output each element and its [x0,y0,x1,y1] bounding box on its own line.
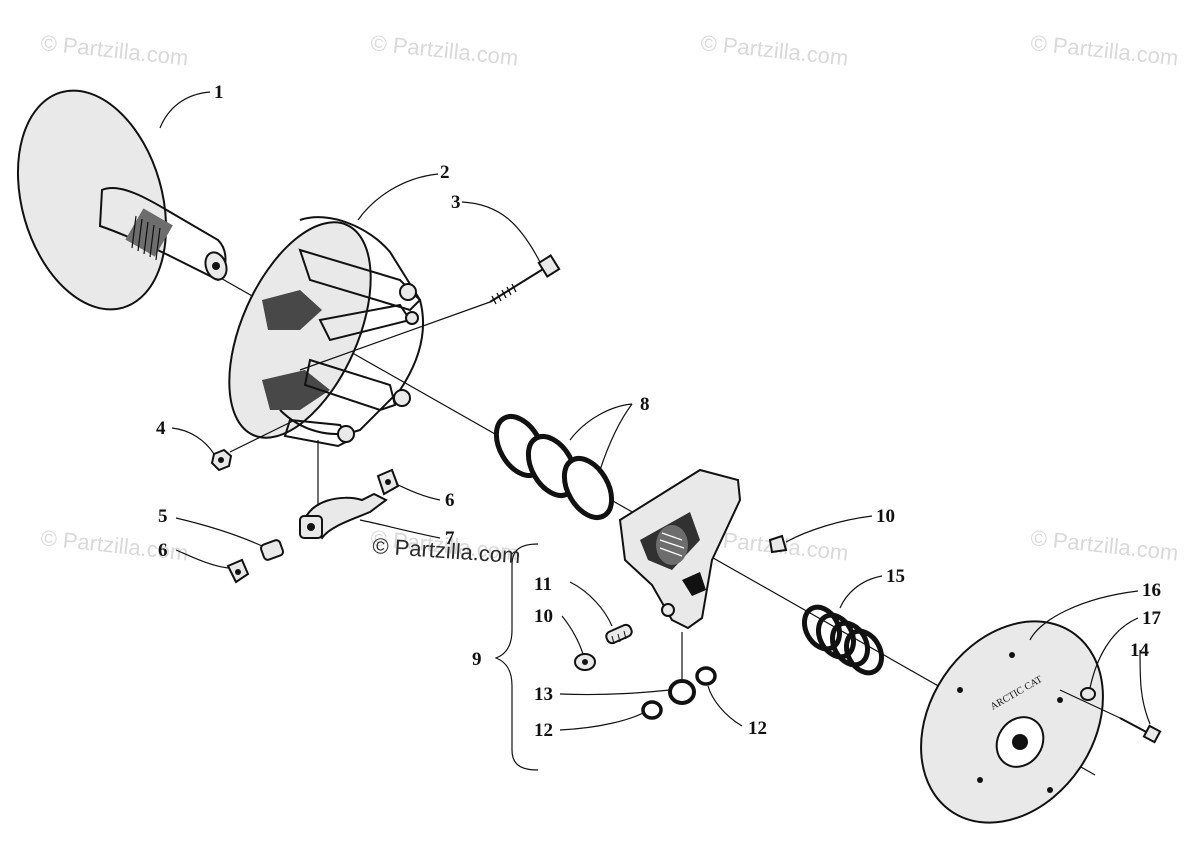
callout-15: 15 [886,566,905,587]
part-6-washer-left [226,558,250,584]
group-bracket-9 [494,543,539,771]
part-2-movable-sheave [228,216,424,510]
leader-lines [159,91,1151,731]
part-10-bumper-right [768,534,788,554]
part-13-roller [668,679,696,705]
watermark: © Partzilla.com [1029,525,1179,565]
watermark: © Partzilla.com [39,30,189,70]
part-8-shims [493,414,615,520]
callout-9: 9 [472,649,482,670]
watermark: © Partzilla.com [1029,30,1179,70]
callout-labels: 1 2 3 4 5 6 6 7 8 9 10 10 11 12 12 13 14… [156,82,1162,741]
callout-1: 1 [214,82,224,103]
watermark: © Partzilla.com [369,30,519,70]
callout-6: 6 [158,540,168,561]
part-5-bushing [259,539,285,561]
part-7-weight-arm [299,492,388,540]
callout-3: 3 [451,192,461,213]
callout-6: 6 [445,490,455,511]
part-12-washer-left [641,700,663,720]
part-10-bumper-left [574,653,596,671]
callout-10: 10 [534,606,553,627]
callout-12: 12 [534,720,553,741]
part-6-washer-right [376,468,400,496]
callout-5: 5 [158,506,168,527]
callout-4: 4 [156,418,166,439]
part-9-cam-assembly [618,468,742,680]
part-4-nut [210,419,296,472]
callout-10: 10 [876,506,895,527]
callout-17: 17 [1142,608,1162,629]
callout-13: 13 [534,684,553,705]
part-16-cover-plate: ARCTIC CAT [920,620,1104,824]
callout-14: 14 [1130,640,1150,661]
part-14-bolt [1059,689,1162,744]
callout-7: 7 [445,528,455,549]
callout-11: 11 [534,574,552,595]
callout-12: 12 [748,718,767,739]
part-17-washer [1080,687,1096,701]
part-1-fixed-sheave [16,89,228,311]
part-15-spring [801,604,885,676]
callout-2: 2 [440,162,450,183]
part-11-pin [605,623,633,645]
part-3-bolt [299,254,561,371]
part-12-washer-right [695,666,717,686]
callout-8: 8 [640,394,650,415]
watermark: © Partzilla.com [699,30,849,70]
callout-16: 16 [1142,580,1161,601]
